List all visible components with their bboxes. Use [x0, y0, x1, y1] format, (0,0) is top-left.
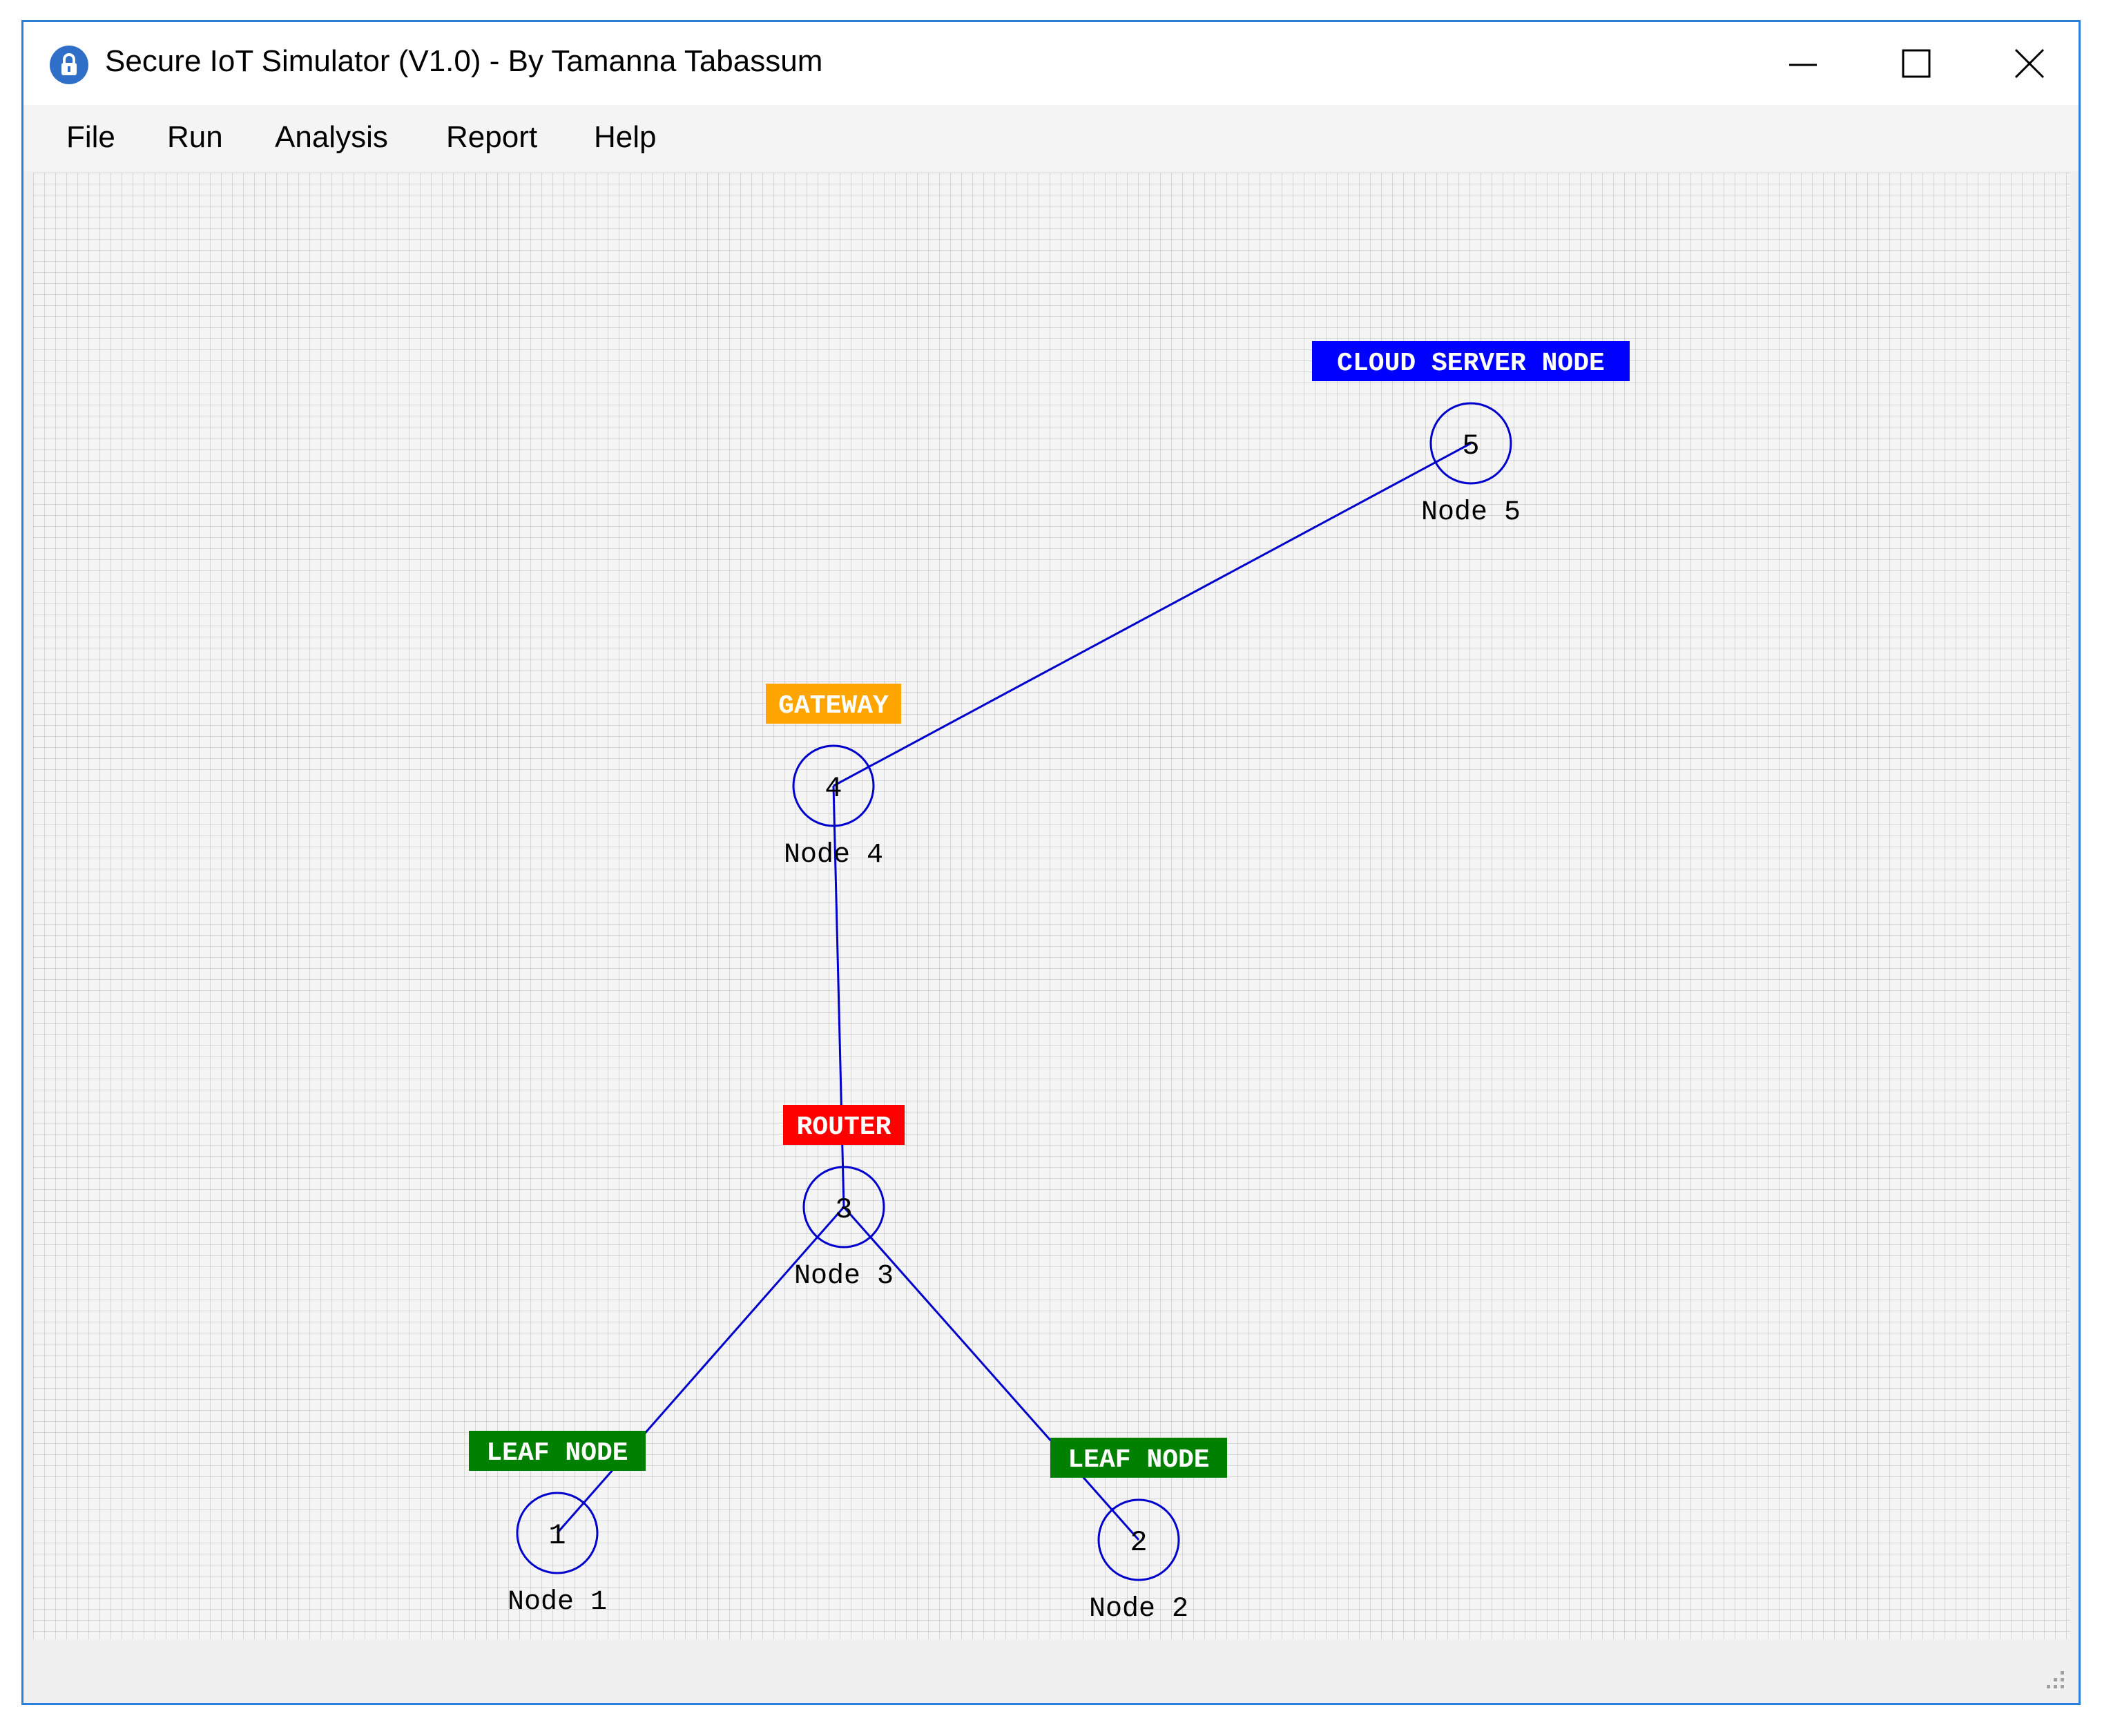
- window-title: Secure IoT Simulator (V1.0) - By Tamanna…: [105, 44, 823, 78]
- node-circle-2[interactable]: [1097, 1498, 1180, 1581]
- close-icon: [2014, 48, 2045, 79]
- role-tag-5: [1312, 341, 1630, 381]
- node-number-2: 2: [1130, 1526, 1147, 1559]
- menu-file[interactable]: File: [66, 120, 115, 154]
- role-tag-text-1: LEAF NODE: [486, 1438, 628, 1468]
- node-circle-4[interactable]: [792, 744, 875, 827]
- resize-grip-icon[interactable]: [2041, 1668, 2066, 1693]
- menu-analysis[interactable]: Analysis: [275, 120, 388, 154]
- node-circle-5[interactable]: [1429, 402, 1512, 485]
- minimize-button[interactable]: [1751, 29, 1855, 98]
- role-tag-1: [469, 1431, 646, 1471]
- node-label-2: Node 2: [1089, 1594, 1188, 1625]
- node-number-1: 1: [548, 1519, 566, 1552]
- status-bar: [23, 1639, 2079, 1703]
- node-number-5: 5: [1462, 430, 1479, 463]
- node-label-1: Node 1: [508, 1587, 607, 1618]
- node-circle-1[interactable]: [516, 1492, 599, 1574]
- title-bar[interactable]: Secure IoT Simulator (V1.0) - By Tamanna…: [23, 22, 2079, 105]
- role-tag-text-2: LEAF NODE: [1068, 1445, 1209, 1475]
- role-tag-text-4: GATEWAY: [778, 691, 889, 721]
- link-3-2: [842, 1206, 1140, 1541]
- node-label-5: Node 5: [1421, 497, 1521, 528]
- link-5-4: [833, 442, 1472, 787]
- menu-help[interactable]: Help: [594, 120, 657, 154]
- node-circle-3[interactable]: [802, 1166, 885, 1248]
- app-window: Secure IoT Simulator (V1.0) - By Tamanna…: [21, 20, 2081, 1705]
- node-number-3: 3: [835, 1193, 852, 1226]
- menu-bar: File Run Analysis Report Help: [23, 105, 2079, 171]
- role-tag-4: [766, 684, 901, 724]
- maximize-button[interactable]: [1864, 29, 1968, 98]
- maximize-icon: [1902, 49, 1931, 78]
- close-button[interactable]: [1978, 29, 2079, 98]
- role-tag-text-5: CLOUD SERVER NODE: [1337, 349, 1605, 378]
- menu-run[interactable]: Run: [167, 120, 223, 154]
- minimize-icon: [1789, 64, 1817, 66]
- lock-icon: [50, 46, 88, 84]
- menu-report[interactable]: Report: [446, 120, 538, 154]
- node-label-4: Node 4: [784, 840, 883, 871]
- role-tag-3: [783, 1105, 905, 1145]
- link-3-1: [556, 1206, 845, 1534]
- role-tag-2: [1050, 1438, 1227, 1478]
- node-label-3: Node 3: [794, 1261, 894, 1292]
- node-number-4: 4: [825, 772, 842, 805]
- role-tag-text-3: ROUTER: [797, 1112, 891, 1142]
